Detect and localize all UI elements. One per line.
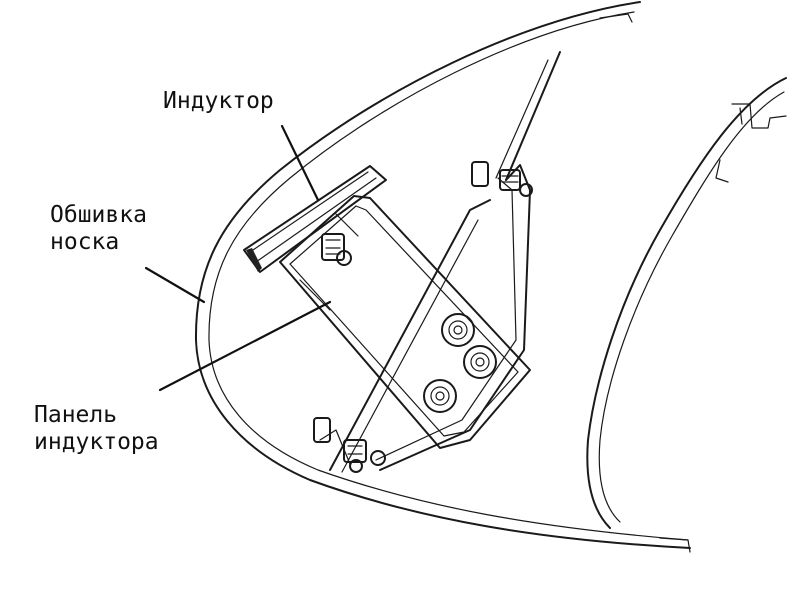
nut-lower	[313, 417, 386, 473]
fasteners	[313, 161, 533, 473]
nose-skin-label-line2: носка	[50, 229, 120, 255]
panel-label: Панель индуктора	[34, 402, 159, 456]
panel-label-line1: Панель	[34, 402, 118, 428]
bolt-3	[423, 379, 457, 413]
panel-bolts	[423, 313, 497, 413]
nose-skin-label-line1: Обшивка	[50, 202, 147, 228]
mounting-strip	[319, 199, 491, 473]
inner-structure	[586, 77, 787, 529]
nut-top-panel	[321, 233, 352, 266]
inductor-block	[243, 165, 387, 273]
inductor-panel	[279, 195, 531, 449]
nut-upper-rib	[471, 161, 533, 197]
nose-skin-outline	[194, 1, 691, 553]
support-rib	[375, 51, 561, 471]
nose-skin-label: Обшивка носка	[50, 202, 147, 256]
inductor-label: Индуктор	[163, 88, 274, 114]
leader-panel	[158, 300, 332, 392]
bolt-1	[441, 313, 475, 347]
panel-label-line2: индуктора	[34, 429, 159, 455]
leader-nose-skin	[144, 266, 206, 304]
leader-inductor	[280, 124, 320, 202]
leader-lines	[144, 124, 332, 392]
bolt-2	[463, 345, 497, 379]
